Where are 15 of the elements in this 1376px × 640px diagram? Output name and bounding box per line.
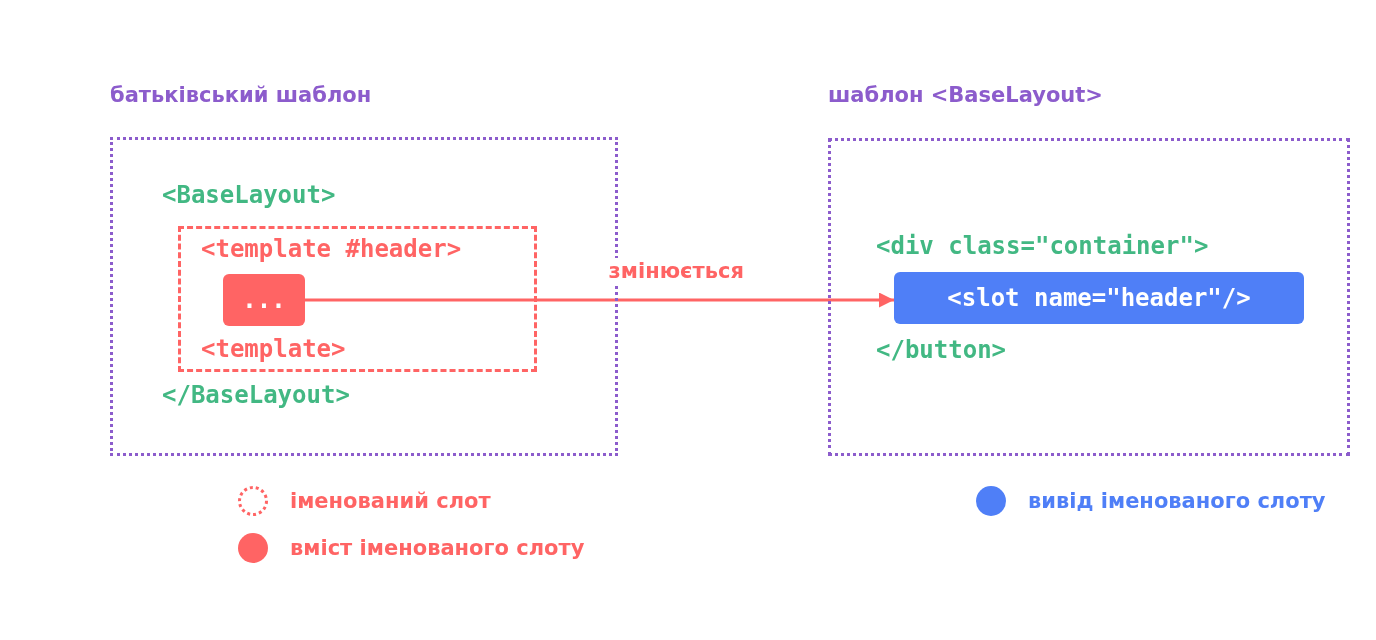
arrow <box>305 292 894 308</box>
panel-heading: батьківський шаблон <box>110 82 372 108</box>
panel-heading: шаблон <BaseLayout> <box>828 82 1103 108</box>
legend-label: вивід іменованого слоту <box>1028 488 1326 514</box>
code-line: </BaseLayout> <box>162 380 350 410</box>
content-block: ... <box>223 274 305 326</box>
legend-label: вміст іменованого слоту <box>290 535 585 561</box>
code-line: </button> <box>876 335 1007 365</box>
code-line: <template #header> <box>201 234 462 264</box>
code-line: <template> <box>201 334 346 364</box>
legend-label: іменований слот <box>290 488 491 514</box>
dashed-frame <box>178 226 537 372</box>
code-line: <div class="container"> <box>876 231 1209 261</box>
code-line: <BaseLayout> <box>162 180 336 210</box>
slot-tag: <slot name="header"/> <box>894 272 1304 324</box>
